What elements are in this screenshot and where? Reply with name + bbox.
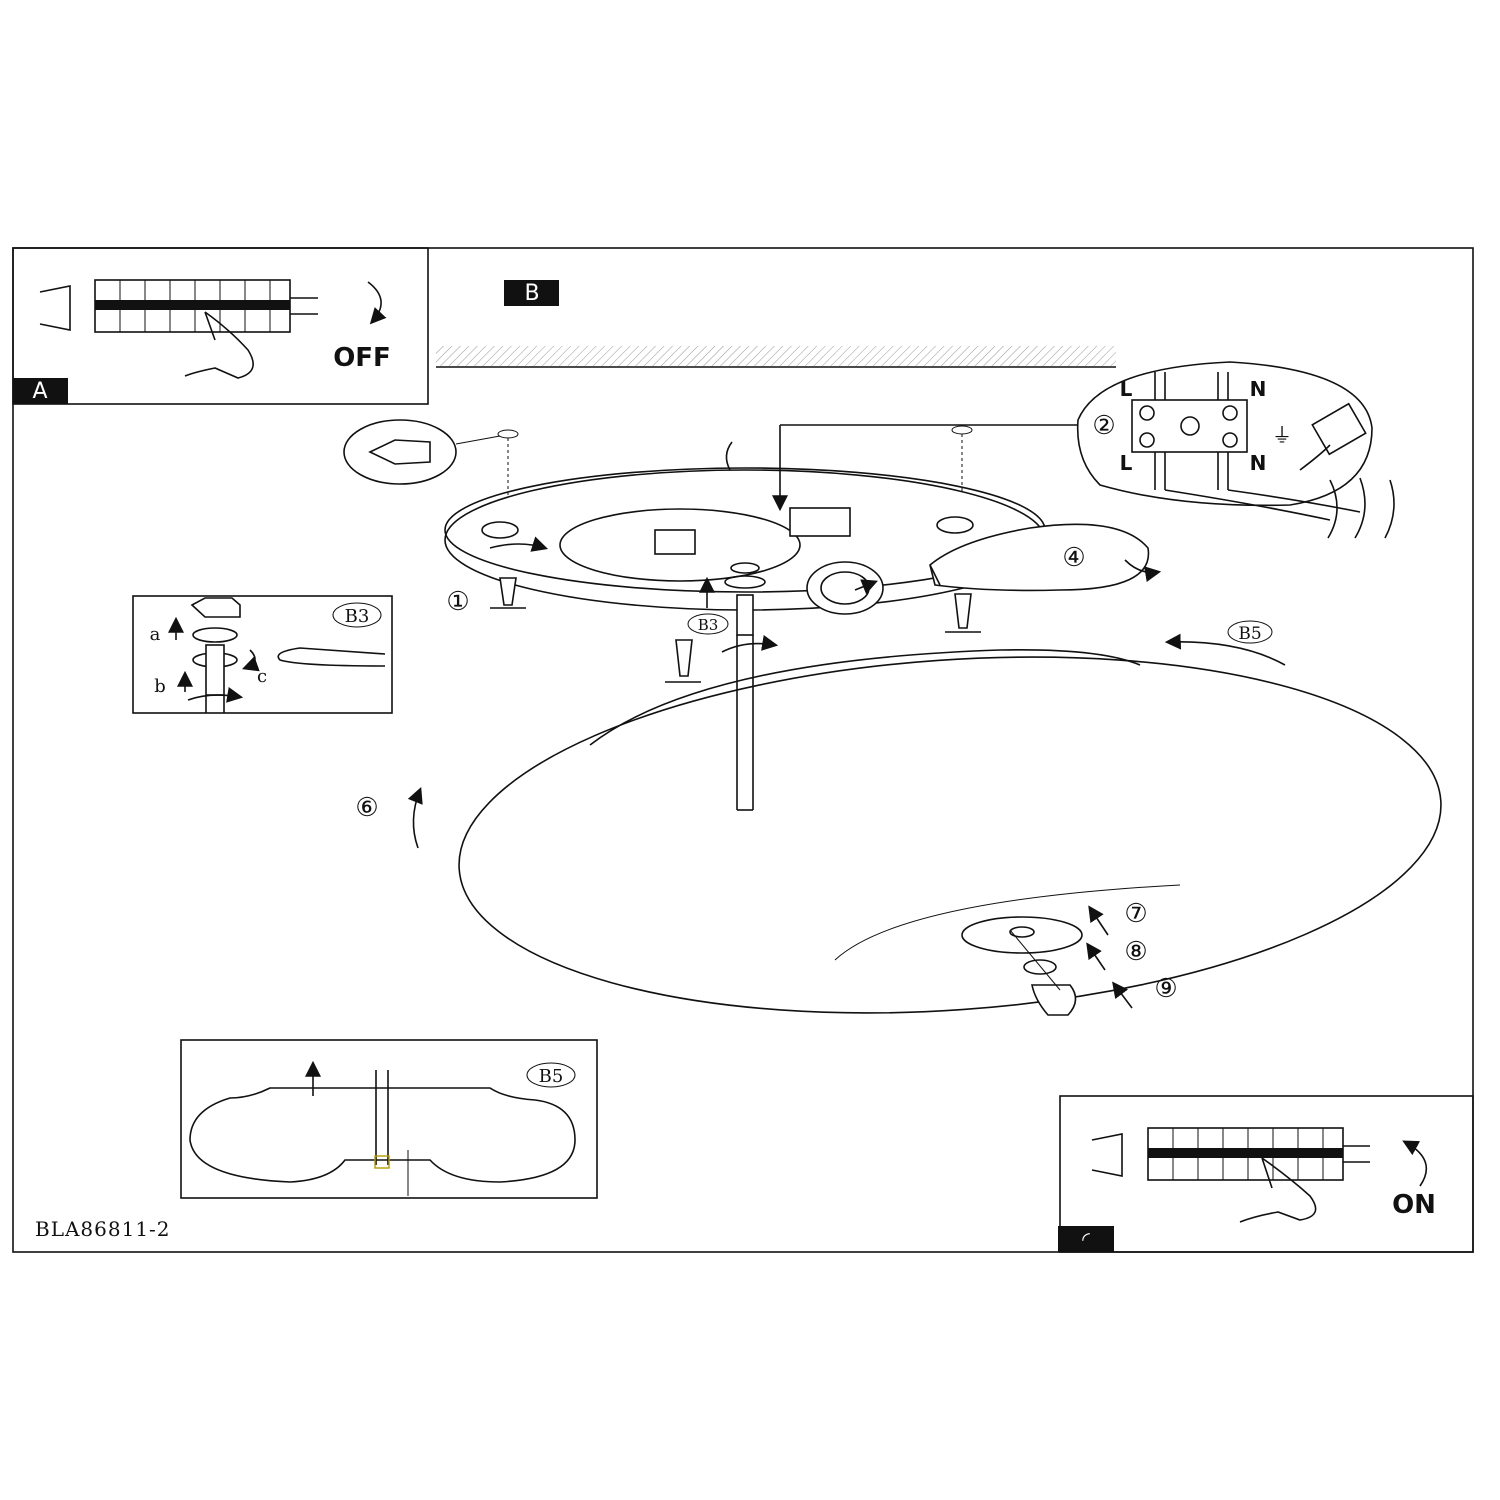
cable-ends bbox=[1327, 477, 1395, 539]
step-9-label: ⑨ bbox=[1154, 974, 1177, 1004]
wall-plug-callout bbox=[343, 419, 973, 540]
ceiling-hatch bbox=[436, 346, 1116, 366]
shade-profile-icon bbox=[189, 1087, 576, 1183]
neutral-label-bottom: N bbox=[1250, 451, 1267, 475]
step-4-label: ④ bbox=[1062, 543, 1085, 573]
wiring-callout: L N L N ⏚ ② bbox=[1076, 361, 1395, 539]
step-8-label: ⑧ bbox=[1124, 937, 1147, 967]
b5-detail-frame bbox=[180, 1039, 598, 1199]
b3-detail-frame bbox=[132, 595, 393, 714]
live-label-top: L bbox=[1120, 377, 1133, 401]
glass-shade: B5 ⑥ bbox=[355, 620, 1442, 1014]
switch-direction-arrow-icon bbox=[1402, 1140, 1428, 1187]
earth-terminal bbox=[1311, 402, 1367, 456]
off-label: OFF bbox=[333, 343, 391, 373]
b3-callout-ring bbox=[687, 613, 729, 635]
switch-direction-arrow-icon bbox=[367, 281, 387, 325]
breaker-block-off-icon bbox=[39, 279, 318, 333]
step-7-label: ⑦ bbox=[1124, 899, 1147, 929]
hand-icon bbox=[1239, 1157, 1317, 1223]
step-2-label: ② bbox=[1092, 411, 1115, 441]
terminal-box bbox=[789, 507, 851, 537]
cap-nut-icon bbox=[1031, 984, 1077, 1016]
nut-icon bbox=[190, 597, 241, 618]
b3-letter-a: a bbox=[150, 624, 161, 645]
screw-icon bbox=[490, 577, 526, 609]
threaded-rod bbox=[699, 424, 1078, 811]
neutral-label-top: N bbox=[1250, 377, 1267, 401]
panel-c-tag: ◜ bbox=[1082, 1227, 1090, 1251]
step-6-label: ⑥ bbox=[355, 793, 378, 823]
breaker-block-on-icon bbox=[1091, 1127, 1370, 1181]
panel-b-tag-box bbox=[504, 280, 559, 306]
cover-disc-icon bbox=[961, 916, 1083, 954]
panel-a-frame bbox=[12, 247, 429, 405]
supply-cable bbox=[725, 441, 733, 471]
finial-assembly: ⑦ ⑧ ⑨ bbox=[961, 899, 1178, 1016]
panel-a-tag-box bbox=[13, 378, 68, 404]
b5-callout-label: B5 bbox=[1238, 624, 1261, 644]
live-label-bottom: L bbox=[1120, 451, 1133, 475]
b5-detail-label: B5 bbox=[539, 1066, 564, 1087]
panel-c: ◜ ON bbox=[1058, 1095, 1474, 1253]
lamp-socket bbox=[806, 561, 884, 615]
b3-callout-label: B3 bbox=[698, 616, 719, 634]
b3-letter-b: b bbox=[154, 676, 166, 697]
b3-letter-c: c bbox=[257, 666, 267, 687]
hand-icon bbox=[184, 311, 254, 379]
panel-b-tag: B bbox=[524, 281, 539, 306]
panel-c-tag-box bbox=[1058, 1226, 1114, 1252]
panel-c-frame bbox=[1059, 1095, 1474, 1253]
lock-ring-icon bbox=[1023, 959, 1057, 975]
ceiling-base-plate bbox=[444, 441, 1046, 611]
b3-detail: B3 a b c bbox=[132, 595, 393, 714]
b5-detail: B5 bbox=[180, 1039, 598, 1199]
panel-a: A OFF bbox=[12, 247, 429, 405]
model-code: BLA86811-2 bbox=[35, 1217, 171, 1241]
screw-icon bbox=[665, 639, 701, 683]
wall-plug-icon bbox=[368, 439, 431, 465]
lamp-holder-clip bbox=[654, 529, 696, 555]
light-bulb-icon bbox=[929, 523, 1162, 592]
sheet-border bbox=[12, 247, 1474, 1253]
step-1-label: ① bbox=[446, 587, 469, 617]
hand-icon bbox=[277, 647, 386, 667]
terminal-block bbox=[1131, 399, 1248, 453]
b3-detail-label: B3 bbox=[345, 606, 370, 627]
earth-icon: ⏚ bbox=[1272, 423, 1292, 447]
on-label: ON bbox=[1392, 1190, 1436, 1220]
screw-icon bbox=[945, 593, 981, 633]
washer-icon bbox=[192, 627, 238, 643]
panel-a-tag: A bbox=[32, 379, 47, 404]
